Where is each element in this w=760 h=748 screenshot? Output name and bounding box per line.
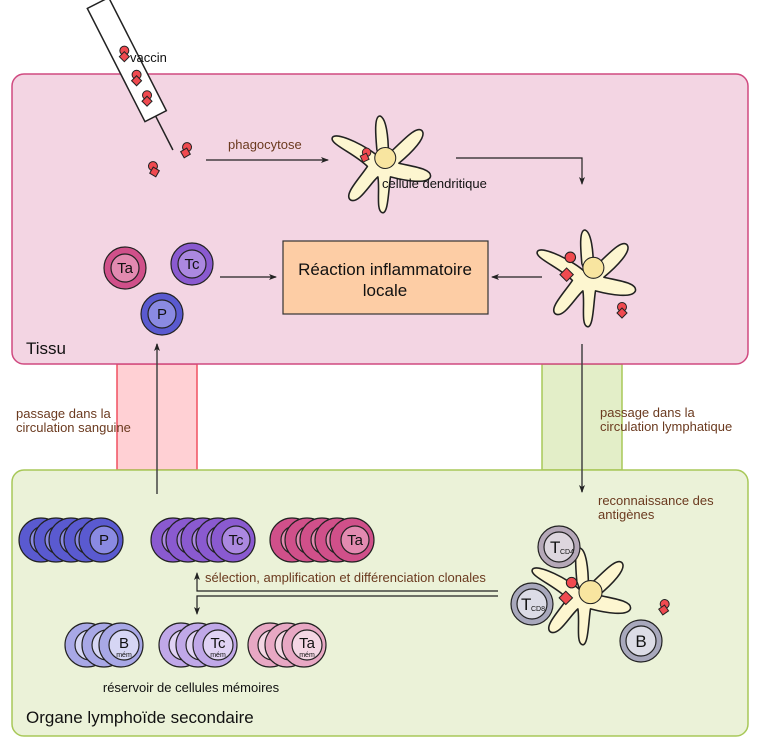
cell-letter: B [119,635,129,652]
blood-circulation-label-line1: passage dans la [16,406,111,421]
lymph-circulation-label-line1: passage dans la [600,405,695,420]
tissue-title: Tissu [26,339,66,358]
clone-stack-ta: Ta [269,517,375,563]
cell-subscript: mém [210,652,226,659]
svg-text:Ta: Ta [117,260,134,277]
memory-reservoir-label: réservoir de cellules mémoires [103,680,280,695]
stacked-cell: Tc [210,517,256,563]
inflammation-label-line2: locale [363,281,407,300]
antigen-fragment-icon [564,251,577,264]
svg-text:Tc: Tc [185,256,201,273]
lymphoid-organ-title: Organe lymphoïde secondaire [26,708,254,727]
cell-letter: Tc [211,635,227,652]
cell-letter: Tc [229,532,245,549]
clone-stack-p: P [18,517,124,563]
t-cd8-cell: T CD8 [510,582,554,626]
dendritic-cell-label: cellule dendritique [382,176,487,191]
clonal-selection-arrow-down [194,595,498,615]
cell-subscript: mém [116,652,132,659]
cell-letter: P [99,532,109,549]
dendritic-cell-lymphoid [531,547,632,646]
cell-letter: Ta [299,635,316,652]
svg-text:CD8: CD8 [531,606,545,613]
migration-arrow [456,157,585,185]
svg-text:T: T [550,538,560,557]
vaccine-label: vaccin [130,50,167,65]
svg-text:B: B [635,632,646,651]
antigen-recognition-label-line2: antigènes [598,507,655,522]
cell-letter: Ta [347,532,364,549]
clonal-selection-label: sélection, amplification et différenciat… [205,570,486,585]
cell-subscript: mém [299,652,315,659]
svg-text:CD4: CD4 [560,549,574,556]
phagocytosis-label: phagocytose [228,137,302,152]
antigen-fragment-icon [558,590,574,606]
svg-text:T: T [521,595,531,614]
effector-cell-ta: Ta [103,246,147,290]
lymph-circulation-label-line2: circulation lymphatique [600,419,732,434]
inflammation-label-line1: Réaction inflammatoire [298,260,472,279]
syringe-icon [86,0,174,151]
antigen-fragment-icon [559,267,575,283]
blood-circulation-label-line2: circulation sanguine [16,420,131,435]
effector-cell-p: P [140,292,184,336]
antigen-fragment-icon [565,576,578,589]
clonal-selection-arrow-up [194,572,498,592]
clone-stack-tc: Tc [150,517,256,563]
b-cell: B [619,619,663,663]
svg-text:P: P [157,306,167,323]
inflammation-box [282,240,489,315]
stacked-cell: Ta [329,517,375,563]
dendritic-cell-presenting [536,229,637,328]
stacked-cell: P [78,517,124,563]
antigen-recognition-label-line1: reconnaissance des [598,493,714,508]
dendritic-cell [331,115,432,214]
t-cd4-cell: T CD4 [537,525,581,569]
effector-cell-tc: Tc [170,242,214,286]
